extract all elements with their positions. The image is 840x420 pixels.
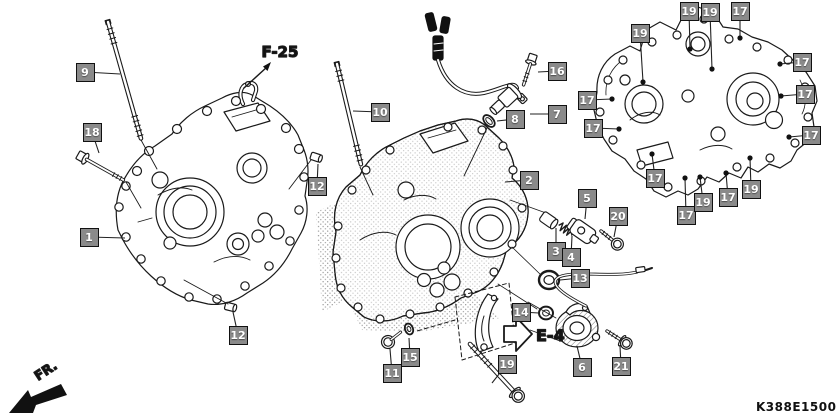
bolt-point-dot [649,151,655,157]
e4-bracket-ghost [416,282,516,361]
bolt-point-dot [786,134,792,140]
right-crankcase-outer [593,6,818,198]
f25-reference[interactable]: F-25 [243,42,299,89]
callout-16[interactable]: 16 [547,61,567,81]
cable-cover-assembly-6 [527,266,653,348]
flange-bolt-18 [75,150,126,182]
bolt-point-dot [709,66,715,72]
e4-label[interactable]: E-4 [535,325,565,345]
leader-line [709,11,713,70]
callout-18[interactable]: 18 [82,122,102,142]
callout-5[interactable]: 5 [577,188,597,208]
callout-19[interactable]: 19 [630,23,650,43]
callout-19[interactable]: 19 [497,354,517,374]
dowel-pin-12-upper [309,151,323,163]
callout-12[interactable]: 12 [307,176,327,196]
callout-17[interactable]: 17 [577,90,597,110]
dowel-pin-12-lower [223,301,238,313]
callout-21[interactable]: 21 [611,356,631,376]
stud-bolt-10 [333,60,364,167]
neutral-switch-5 [566,217,600,245]
callout-19[interactable]: 19 [693,192,713,212]
callout-6[interactable]: 6 [572,357,592,377]
bolt-point-dot [737,35,743,41]
bolt-point-dot [778,93,784,99]
bolt-point-dot [616,126,622,132]
bolt-point-dot [697,174,703,180]
callout-19[interactable]: 19 [679,1,699,21]
long-flange-bolt-19 [467,341,526,403]
center-crankcase-half [316,118,529,332]
bolt-point-dot [609,96,615,102]
switch-contact-plunger-3 [539,211,559,230]
callout-17[interactable]: 17 [792,52,812,72]
bolt-point-dot [777,61,783,67]
callout-19[interactable]: 19 [700,2,720,22]
bolt-point-dot [723,170,729,176]
callout-20[interactable]: 20 [608,206,628,226]
bolt-point-dot [640,79,646,85]
flange-bolt-20 [599,229,624,251]
callout-11[interactable]: 11 [382,363,402,383]
callout-9[interactable]: 9 [75,62,95,82]
callout-17[interactable]: 17 [676,205,696,225]
callout-2[interactable]: 2 [519,170,539,190]
pulse-sensor-assembly [424,12,538,177]
callout-8[interactable]: 8 [505,109,525,129]
center-case-bolt-holes [331,122,527,324]
flange-bolt-11 [380,330,403,350]
callout-17[interactable]: 17 [645,168,665,188]
oil-seal-13 [537,269,561,291]
sealing-washer-15 [403,322,415,336]
o-ring-8 [482,114,496,128]
cable-end-ferrule [635,266,646,274]
f25-label[interactable]: F-25 [261,42,299,61]
callout-12[interactable]: 12 [228,325,248,345]
front-direction-indicator: FR. [9,358,67,413]
callout-13[interactable]: 13 [570,268,590,288]
callout-17[interactable]: 17 [730,1,750,21]
front-label: FR. [32,359,60,385]
callout-4[interactable]: 4 [561,247,581,267]
bolt-point-dot [687,46,693,52]
flange-bolt-21 [605,329,633,350]
left-crankcase-half [114,80,309,306]
callout-7[interactable]: 7 [547,104,567,124]
callout-17[interactable]: 17 [718,187,738,207]
callout-10[interactable]: 10 [370,102,390,122]
bolt-point-dot [682,175,688,181]
callout-17[interactable]: 17 [795,84,815,104]
bolt-point-dot [747,155,753,161]
callout-1[interactable]: 1 [79,227,99,247]
callout-19[interactable]: 19 [741,179,761,199]
seal-ring-14 [538,305,554,321]
stud-bolt-9 [104,18,144,141]
flange-bolt-16 [521,52,538,87]
callout-15[interactable]: 15 [400,347,420,367]
callout-17[interactable]: 17 [583,118,603,138]
diagram-code: K388E1500 [756,400,836,414]
callout-17[interactable]: 17 [801,125,821,145]
e4-reference[interactable]: E-4 [503,316,565,352]
callout-14[interactable]: 14 [511,302,531,322]
